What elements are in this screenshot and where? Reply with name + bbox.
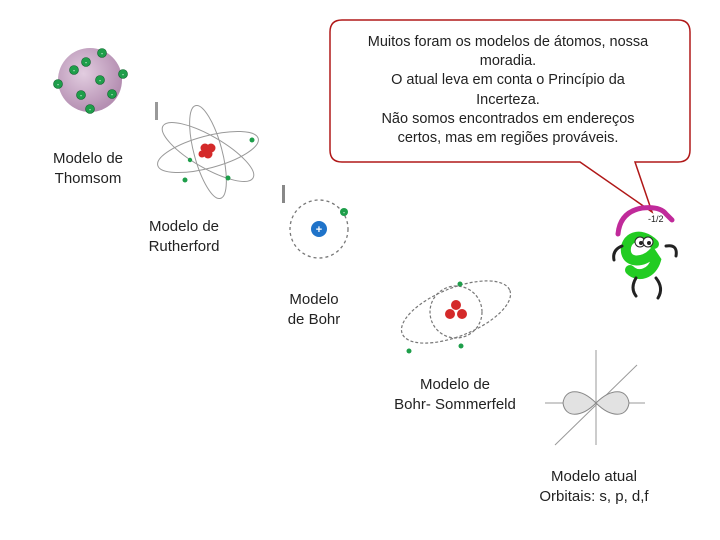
callout-line: Muitos foram os modelos de átomos, nossa	[342, 33, 674, 52]
callout-line: Incerteza.	[342, 91, 674, 110]
sommerfeld-model-image	[390, 268, 530, 368]
svg-text:+: +	[316, 224, 322, 236]
callout-line: O atual leva em conta o Princípio da	[342, 71, 674, 90]
label-bohr: Modelo de Bohr	[274, 290, 354, 330]
hat-label: -1/2	[648, 214, 664, 224]
orbital-model-image	[545, 345, 655, 455]
callout-text: Muitos foram os modelos de átomos, nossa…	[342, 33, 674, 148]
label-rutherford: Modelo de Rutherford	[136, 217, 232, 257]
bohr-model-image: + -	[280, 185, 360, 265]
callout-line: moradia.	[342, 52, 674, 71]
label-thomson: Modelo de Thomsom	[40, 149, 136, 189]
label-atual: Modelo atual Orbitais: s, p, d,f	[530, 467, 658, 507]
hat	[618, 208, 672, 234]
rutherford-model-image	[150, 100, 270, 200]
callout-line: certos, mas em regiões prováveis.	[342, 129, 674, 148]
electron-character: -1/2	[600, 200, 690, 305]
label-sommerfeld: Modelo de Bohr- Sommerfeld	[380, 375, 530, 415]
callout-line: Não somos encontrados em endereços	[342, 110, 674, 129]
thomson-model-image: --- --- ---	[50, 42, 150, 132]
